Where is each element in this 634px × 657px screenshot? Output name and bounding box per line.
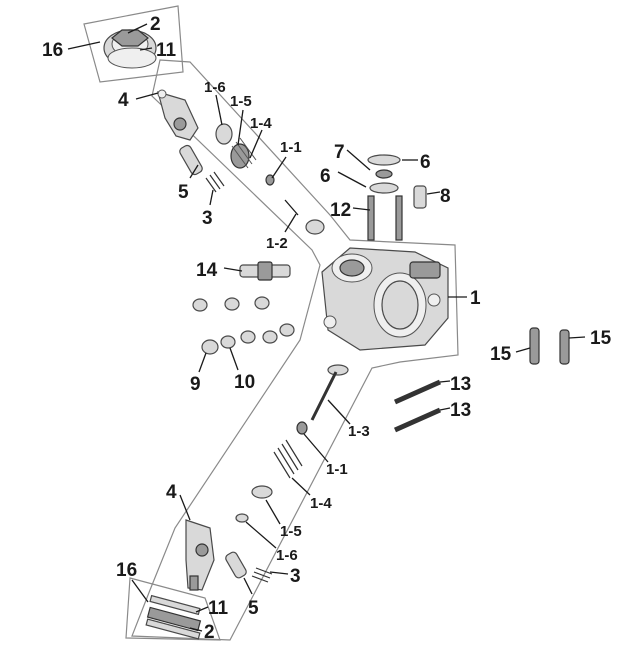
leader-lines (67, 23, 586, 632)
bottom-valve-parts (225, 364, 349, 583)
label-1-6-top: 1-6 (204, 79, 226, 96)
label-9: 9 (190, 374, 201, 395)
long-bolts (393, 379, 442, 433)
label-1: 1 (470, 288, 481, 309)
label-12: 12 (330, 200, 351, 221)
label-1-3: 1-3 (348, 423, 370, 440)
label-13-b: 13 (450, 400, 471, 421)
top-gaskets (367, 154, 427, 241)
label-14: 14 (196, 260, 218, 281)
spark-plug (239, 261, 291, 281)
label-1-1-bottom: 1-1 (326, 461, 348, 478)
label-15-right: 15 (590, 328, 612, 349)
label-13-a: 13 (450, 374, 471, 395)
label-1-6-bottom: 1-6 (276, 547, 298, 564)
label-1-4-top: 1-4 (250, 115, 272, 132)
label-16-top: 16 (42, 40, 63, 61)
label-4-bottom: 4 (166, 482, 177, 503)
top-cap-frame (83, 5, 184, 83)
label-11-bottom: 11 (208, 598, 229, 619)
label-6-right: 6 (420, 152, 431, 173)
callout-labels: 16 2 11 4 1-6 1-5 1-4 1-1 5 3 1-2 7 6 6 … (42, 14, 612, 643)
label-2-top: 2 (150, 14, 161, 35)
label-7: 7 (334, 142, 345, 163)
label-10: 10 (234, 372, 255, 393)
label-8: 8 (440, 186, 451, 207)
label-1-5-bottom: 1-5 (280, 523, 302, 540)
label-16-bottom: 16 (116, 560, 137, 581)
label-15-left: 15 (490, 344, 512, 365)
label-5-top: 5 (178, 182, 189, 203)
dowel-pins (529, 327, 570, 365)
label-1-4-bottom: 1-4 (310, 495, 332, 512)
label-4-top: 4 (118, 90, 129, 111)
label-3-bottom: 3 (290, 566, 301, 587)
label-5-bottom: 5 (248, 598, 259, 619)
label-1-5-top: 1-5 (230, 93, 252, 110)
cylinder-head-assembly-frame (131, 59, 459, 641)
label-1-1-top: 1-1 (280, 139, 302, 156)
top-cap-nut (103, 29, 157, 69)
label-6-left: 6 (320, 166, 331, 187)
bottom-cap (145, 594, 202, 640)
bottom-cap-frame (125, 577, 221, 641)
top-rocker-arm (157, 89, 199, 141)
top-valve-parts (179, 123, 325, 235)
label-3-top: 3 (202, 208, 213, 229)
cylinder-head (321, 247, 449, 351)
bottom-rocker-arm (185, 519, 215, 591)
small-nuts (192, 296, 295, 355)
label-11-top: 11 (156, 40, 177, 61)
label-1-2: 1-2 (266, 235, 288, 252)
label-2-bottom: 2 (204, 622, 215, 643)
